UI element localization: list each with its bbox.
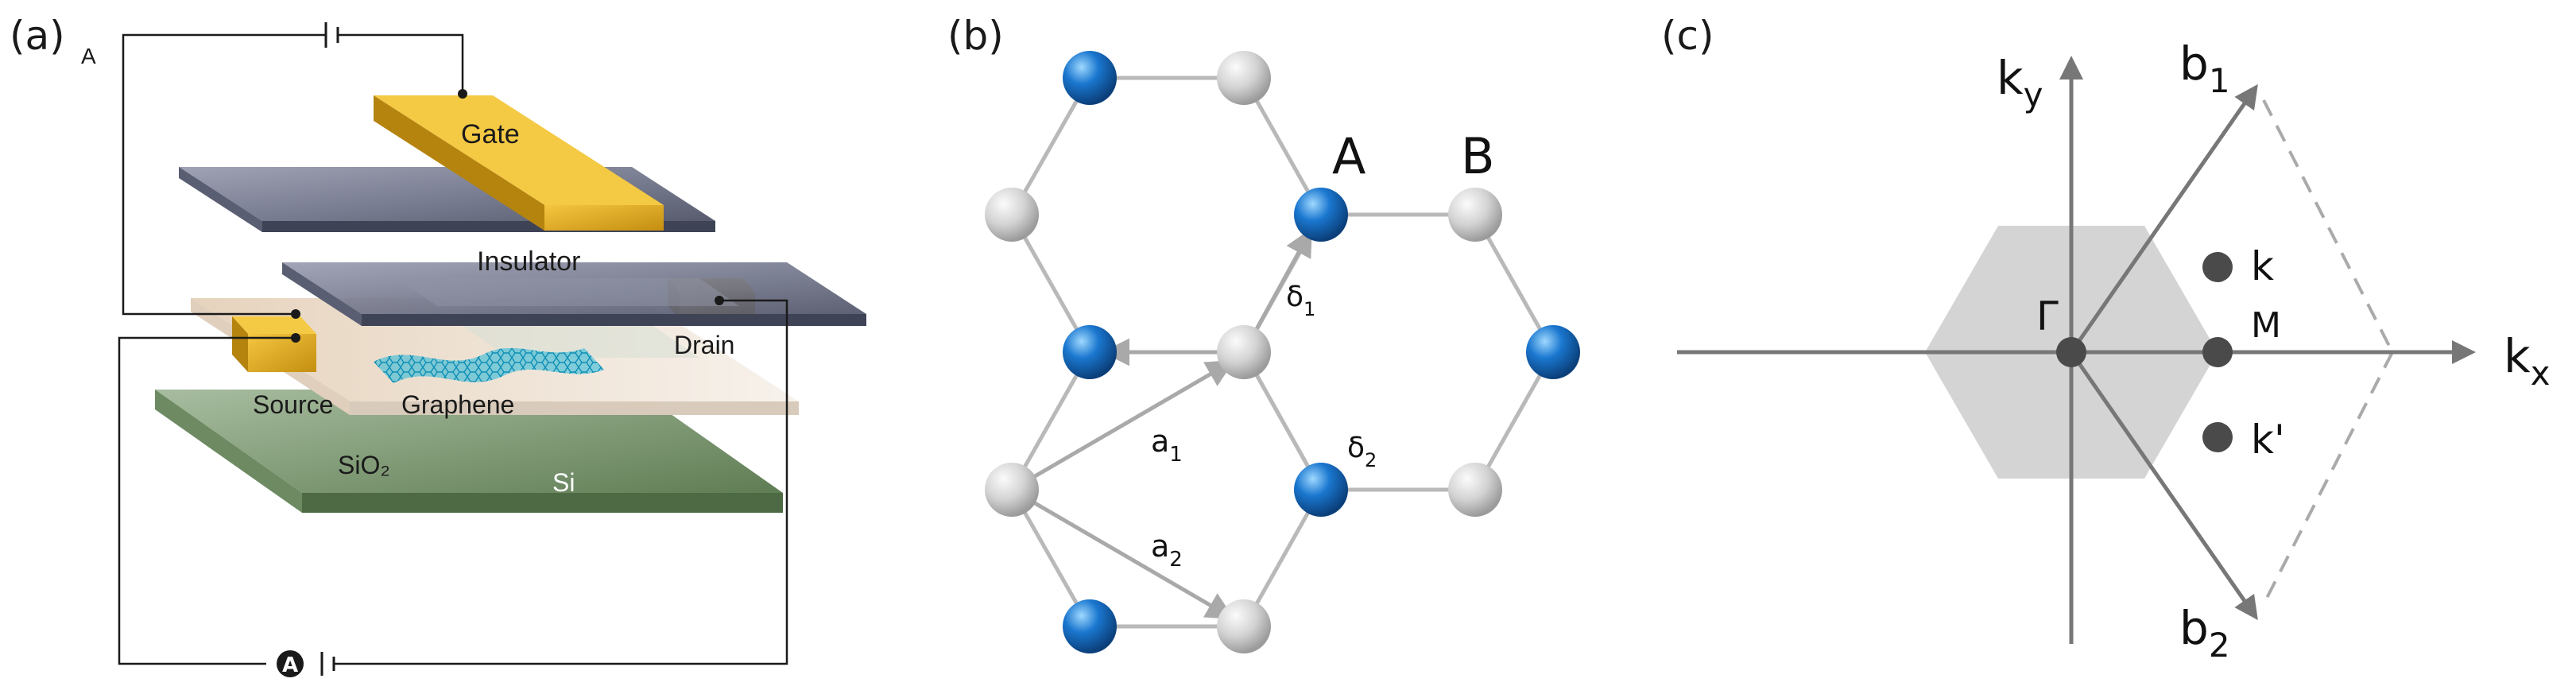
k-prime-point-label: k' — [2251, 417, 2285, 463]
gate-label: Gate — [461, 119, 520, 149]
panel-b-honeycomb-lattice: (b) — [947, 13, 1580, 653]
sublattice-a-label: A — [1332, 127, 1365, 185]
reciprocal-vectors — [2069, 83, 2258, 621]
high-symmetry-points — [2056, 252, 2233, 452]
si-label: Si — [552, 468, 575, 497]
b1-label: b1 — [2179, 37, 2230, 100]
m-point-label: M — [2251, 305, 2281, 346]
graphene-sheet — [374, 347, 604, 383]
sublattice-b-label: B — [1461, 127, 1495, 185]
kx-axis-label: kx — [2504, 329, 2550, 393]
si-substrate — [155, 390, 783, 513]
gate-electrode[interactable] — [374, 95, 664, 231]
source-electrode[interactable] — [232, 316, 316, 372]
ammeter-icon: A — [277, 650, 304, 677]
circuit-wiring — [118, 22, 788, 676]
vector-delta1-label: δ1 — [1286, 281, 1315, 320]
circuit-mark-label: A — [81, 44, 96, 68]
terminal-dots — [291, 89, 724, 343]
insulator-label: Insulator — [477, 246, 580, 277]
graphene-label: Graphene — [401, 390, 514, 419]
vector-a1-label: a1 — [1151, 424, 1183, 467]
ky-axis-label: ky — [1997, 51, 2043, 114]
panel-c-label: (c) — [1661, 13, 1714, 59]
sublattice-a-atoms — [1063, 51, 1580, 653]
panel-a-transistor-schematic: (a) A Si SiO₂ Graphene Source — [10, 13, 866, 677]
sio2-label: SiO₂ — [338, 451, 390, 479]
ammeter-symbol: A — [282, 653, 298, 677]
drain-label: Drain — [674, 331, 734, 359]
panel-a-label: (a) — [10, 13, 65, 59]
vector-delta2-label: δ2 — [1347, 432, 1377, 471]
b2-label: b2 — [2179, 601, 2230, 665]
vector-a2-label: a2 — [1151, 529, 1183, 572]
sublattice-b-atoms — [985, 51, 1502, 653]
gamma-point-label: Γ — [2036, 293, 2059, 339]
k-point-label: k — [2251, 243, 2274, 289]
reciprocal-dashed-lines — [2262, 99, 2394, 605]
panel-b-label: (b) — [947, 13, 1004, 59]
panel-c-brillouin-zone: (c) ky kx b1 b2 Γ k M k' — [1661, 13, 2550, 665]
source-label: Source — [253, 390, 333, 419]
